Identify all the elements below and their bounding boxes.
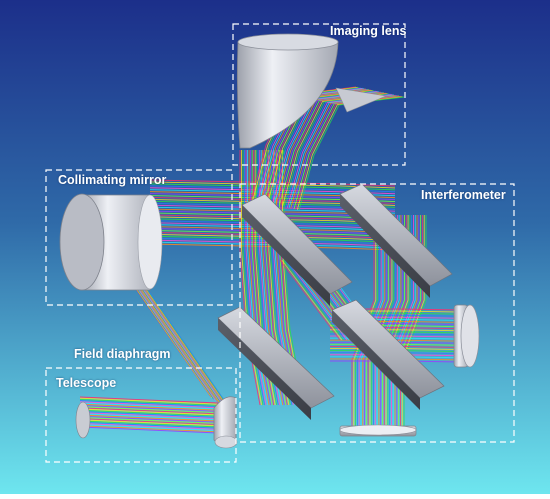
- telescope-frame: [45, 367, 237, 463]
- collimating-mirror-frame: [45, 169, 233, 306]
- interferometer-mirror-top-left: [241, 193, 353, 306]
- telescope-tube: [75, 401, 91, 439]
- interferometer-label: Interferometer: [421, 188, 506, 202]
- telescope-label: Telescope: [56, 376, 117, 390]
- field-diaphragm-mirror: [213, 396, 238, 449]
- interferometer-frame: [239, 183, 515, 443]
- end-mirror-bottom: [339, 424, 417, 437]
- grouping-frames: [45, 23, 515, 463]
- imaging-lens-shape: [236, 33, 388, 149]
- ray-bundle-telescope: [79, 396, 219, 434]
- imaging-lens-frame: [232, 23, 406, 166]
- collimating-mirror-shape: [59, 193, 163, 291]
- interferometer-mirror-bottom-left: [217, 306, 335, 420]
- interferometer-mirror-bottom-right: [331, 299, 445, 410]
- interferometer-mirror-top-right: [339, 183, 453, 298]
- field-diaphragm-label: Field diaphragm: [74, 347, 171, 361]
- imaging-lens-label: Imaging lens: [330, 24, 407, 38]
- end-mirror-right: [453, 304, 480, 368]
- collimating-mirror-label: Collimating mirror: [58, 173, 167, 187]
